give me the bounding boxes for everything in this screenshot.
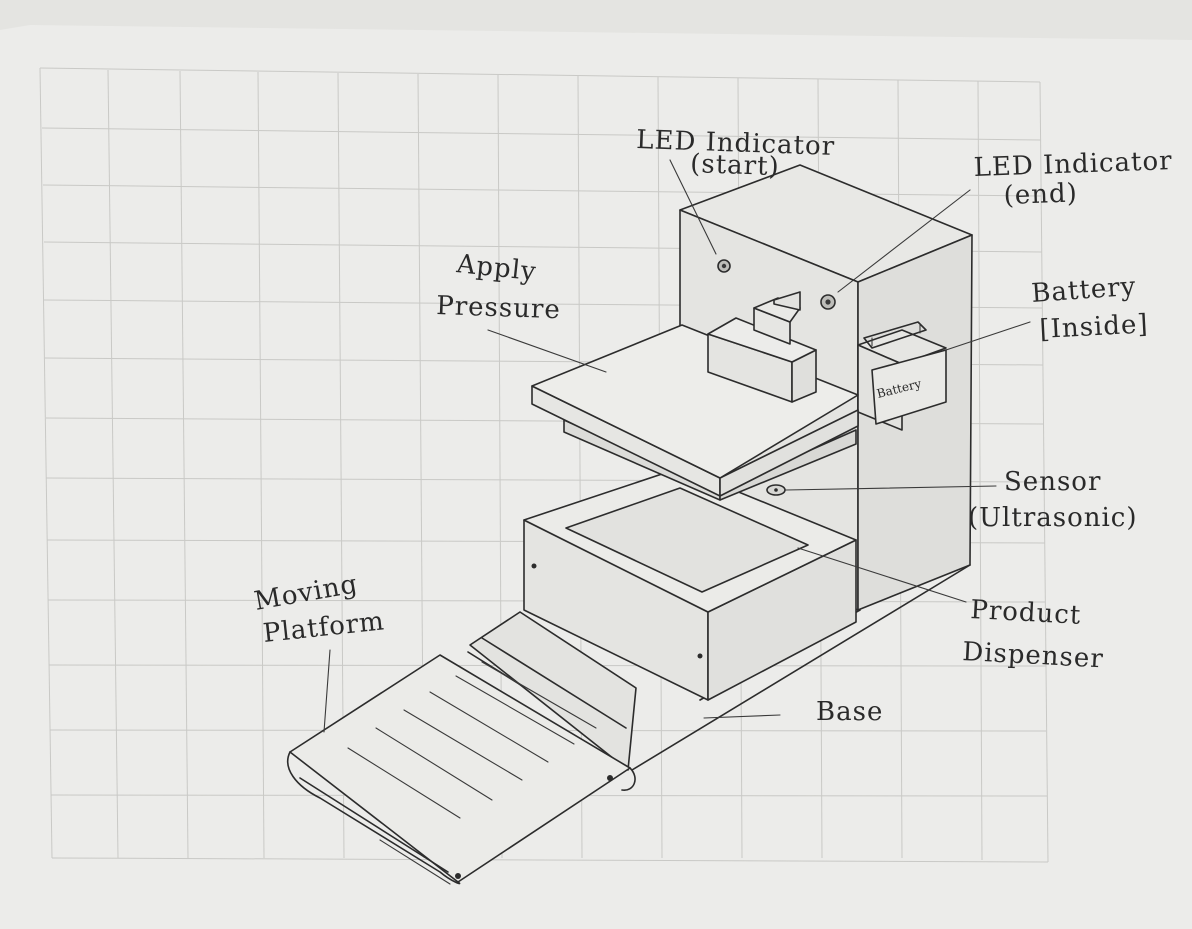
led-indicator-end [821,295,835,309]
sensor-label: Sensor [1004,467,1101,497]
sensor-sublabel: (Ultrasonic) [968,503,1138,533]
led-end-sublabel: (end) [1003,178,1078,211]
led-indicator-start [718,260,730,272]
product-dispenser-label: Product [970,595,1082,631]
led-start-sublabel: (start) [690,149,780,182]
ultrasonic-sensor [767,485,785,495]
battery-sublabel: [Inside] [1039,309,1149,345]
base-label: Base [816,697,883,727]
apply-pressure-sublabel: Pressure [436,291,562,325]
